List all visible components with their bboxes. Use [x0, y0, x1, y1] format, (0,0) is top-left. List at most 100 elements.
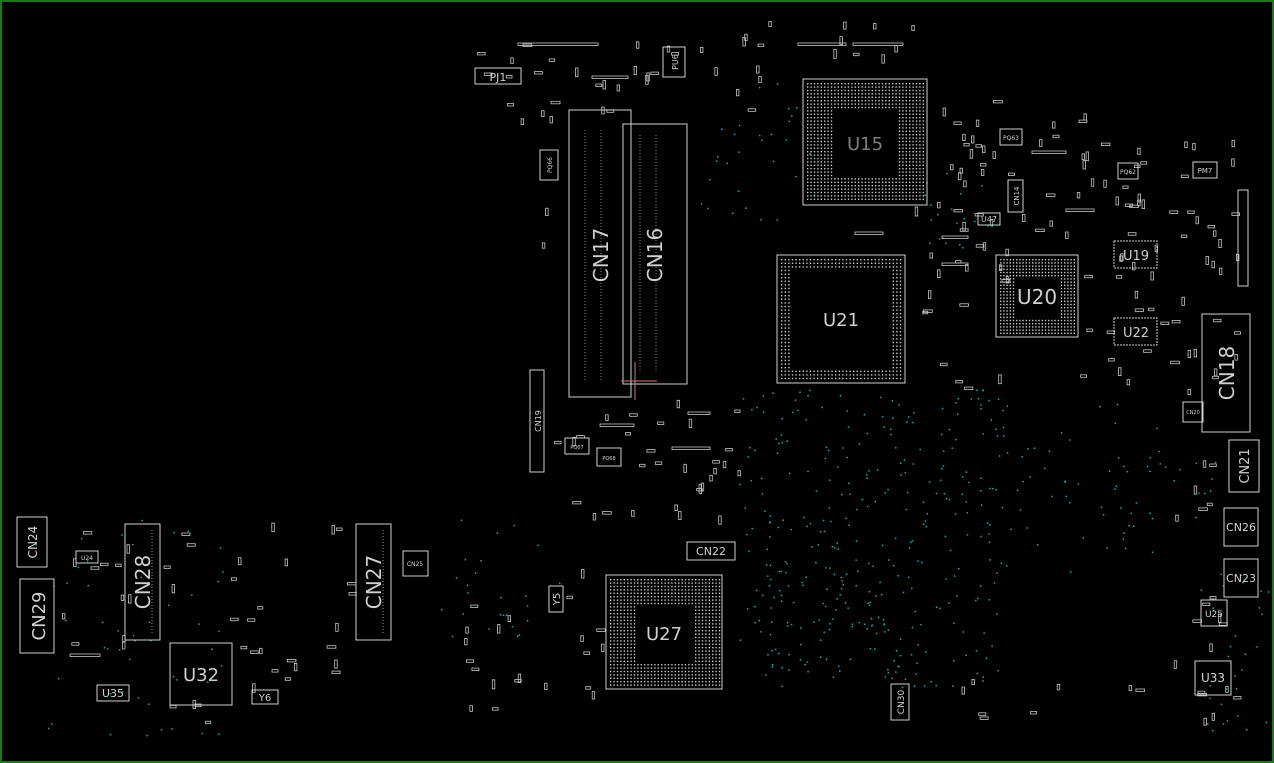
connector-cn21[interactable]: CN21: [1228, 439, 1260, 493]
via: [790, 528, 793, 531]
bga-ball: [902, 191, 904, 194]
bga-ball: [616, 630, 619, 632]
bga-ball: [718, 592, 721, 594]
bga-ball: [858, 191, 860, 194]
bga-ball: [698, 674, 700, 676]
bga-ball: [613, 582, 615, 584]
bga-ball: [898, 123, 901, 126]
bga-ball: [1003, 323, 1005, 325]
part-pq66[interactable]: PQ66: [539, 149, 559, 181]
connector-cn20[interactable]: CN20: [1182, 401, 1204, 423]
bga-ball: [1022, 326, 1024, 328]
bga-ball: [674, 582, 676, 584]
bga-ball: [1038, 275, 1040, 277]
bga-ball: [861, 188, 863, 190]
bga-ball: [820, 188, 822, 190]
bga-ball: [834, 83, 836, 85]
bga-ball: [715, 660, 717, 662]
bga-ball: [807, 96, 809, 98]
chip-u15[interactable]: U15: [802, 78, 928, 206]
connector-cn29[interactable]: CN29: [19, 578, 55, 654]
chip-u20[interactable]: U20: [995, 254, 1079, 338]
bga-ball: [922, 171, 924, 173]
chip-u33[interactable]: U33: [1194, 660, 1232, 696]
chip-u25[interactable]: U25: [1200, 599, 1228, 627]
bga-ball: [1003, 332, 1005, 334]
bga-ball: [1041, 262, 1043, 264]
bga-ball: [1006, 259, 1008, 261]
connector-cn22[interactable]: CN22: [686, 541, 736, 561]
part-u35[interactable]: U35: [96, 684, 130, 702]
bga-ball: [899, 302, 902, 304]
connector-cn18[interactable]: CN18: [1201, 313, 1251, 433]
chip-u21[interactable]: U21: [776, 254, 906, 384]
via: [742, 398, 745, 400]
via: [828, 628, 831, 631]
connector-cn14[interactable]: CN14: [1007, 179, 1024, 213]
part-pm7[interactable]: PM7: [1192, 161, 1218, 179]
via: [1114, 422, 1117, 425]
bga-ball: [616, 602, 619, 605]
via: [935, 606, 938, 609]
bga-ball: [718, 596, 721, 598]
part-pq67[interactable]: PQ67: [564, 437, 590, 455]
bga-ball: [712, 664, 714, 666]
via: [865, 474, 868, 476]
chip-u32[interactable]: U32: [169, 642, 233, 706]
via: [464, 558, 467, 561]
chip-u27[interactable]: U27: [605, 574, 723, 690]
bga-ball: [1060, 284, 1063, 286]
bga-ball: [810, 185, 812, 187]
connector-cn30[interactable]: CN30: [890, 683, 910, 721]
bga-ball: [1035, 271, 1037, 274]
connector-cn23[interactable]: CN23: [1223, 558, 1259, 598]
crystal-y6[interactable]: Y6: [251, 689, 279, 705]
part-u24[interactable]: U24: [75, 550, 99, 564]
part-pq62[interactable]: PQ62: [1117, 162, 1139, 180]
part-pq68[interactable]: PQ68: [596, 447, 622, 467]
part-pq63[interactable]: PQ63: [999, 128, 1023, 146]
bga-ball: [1025, 332, 1027, 334]
smd-pad: [953, 121, 962, 125]
connector-cn28[interactable]: CN28: [124, 523, 161, 641]
connector-cn16[interactable]: CN16: [622, 123, 688, 385]
chip-u22[interactable]: U22: [1113, 317, 1158, 346]
connector-cn25[interactable]: CN25: [402, 550, 429, 577]
part-pj1[interactable]: PJ1: [474, 67, 522, 85]
bga-ball: [630, 650, 632, 652]
bga-ball: [898, 117, 901, 119]
via: [1126, 470, 1129, 473]
bga-ball: [644, 684, 646, 686]
bga-ball: [1054, 271, 1056, 274]
bga-ball: [610, 616, 612, 618]
via: [117, 630, 119, 632]
bga-ball: [674, 589, 676, 591]
bga-ball: [820, 93, 822, 95]
bga-ball: [788, 259, 790, 261]
bga-ball: [824, 117, 826, 119]
bga-ball: [691, 596, 693, 598]
bga-ball: [899, 334, 902, 336]
chip-u19[interactable]: U19: [1113, 240, 1158, 269]
connector-right-strip[interactable]: [1237, 189, 1249, 287]
bga-ball: [657, 684, 659, 686]
bga-ball: [912, 185, 914, 187]
connector-cn26[interactable]: CN26: [1223, 507, 1259, 547]
bga-ball: [830, 130, 833, 132]
connector-cn17[interactable]: CN17: [568, 109, 632, 398]
part-pu6[interactable]: PU6: [662, 46, 686, 78]
bga-ball: [896, 377, 898, 380]
bga-ball: [878, 185, 880, 187]
bga-ball: [691, 674, 693, 676]
bga-ball: [674, 664, 676, 666]
connector-cn27[interactable]: CN27: [355, 523, 392, 641]
via: [1051, 495, 1054, 498]
crystal-y5[interactable]: Y5: [548, 585, 564, 613]
bga-ball: [715, 616, 717, 618]
bga-ball: [678, 677, 680, 679]
label-cn20: CN20: [1186, 410, 1200, 416]
connector-cn24[interactable]: CN24: [16, 516, 48, 568]
connector-cn19[interactable]: CN19: [529, 369, 545, 473]
part-u47[interactable]: U47: [977, 212, 1001, 226]
bga-ball: [830, 147, 833, 149]
